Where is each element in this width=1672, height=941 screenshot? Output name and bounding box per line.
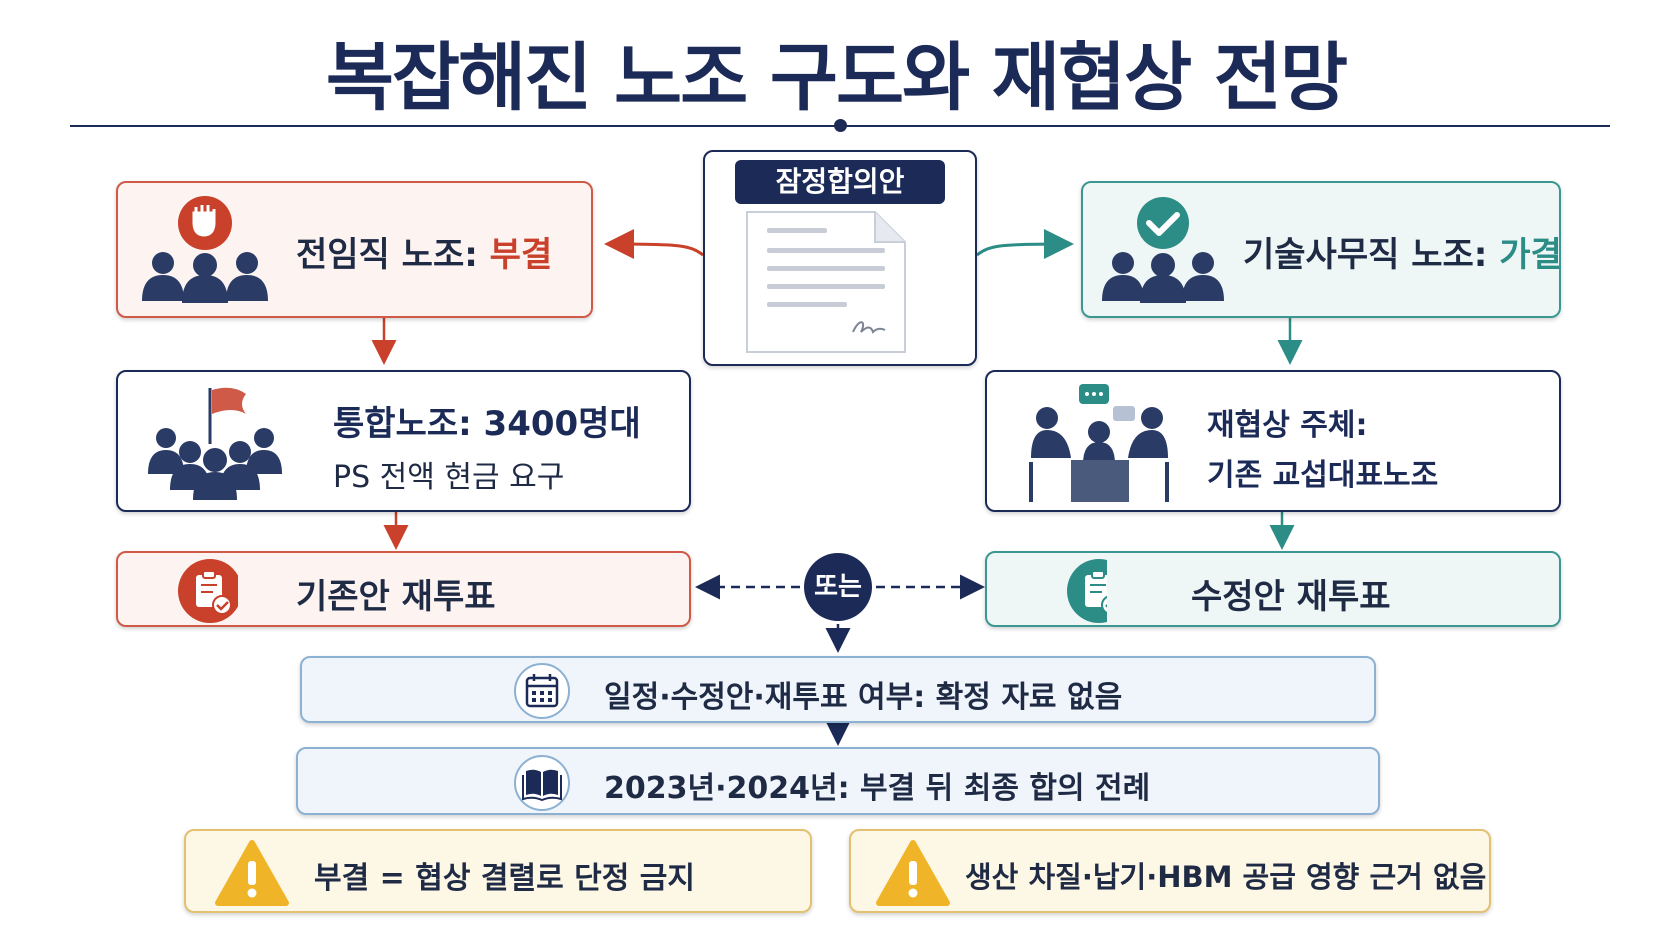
left-box-rejected-text: 전임직 노조: 부결 bbox=[296, 227, 552, 276]
or-badge: 또는 bbox=[804, 553, 872, 621]
renegotiation-party-box: 재협상 주체: 기존 교섭대표노조 bbox=[985, 370, 1561, 512]
revote-revised-label: 수정안 재투표 bbox=[1191, 577, 1391, 617]
left-box-rejected: 전임직 노조: 부결 bbox=[116, 181, 593, 318]
revote-revised-box: 수정안 재투표 bbox=[985, 551, 1561, 627]
schedule-info-box: 일정·수정안·재투표 여부: 확정 자료 없음 bbox=[300, 656, 1376, 723]
right-box-approved-text: 기술사무직 노조: 가결 bbox=[1243, 227, 1562, 276]
left-box-rejected-prefix: 전임직 노조: bbox=[296, 235, 490, 275]
warning-text-1: 부결 = 협상 결렬로 단정 금지 bbox=[314, 861, 695, 896]
schedule-info-text: 일정·수정안·재투표 여부: 확정 자료 없음 bbox=[604, 680, 1123, 715]
ballot-icon bbox=[1067, 559, 1107, 623]
tentative-agreement-label: 잠정합의안 bbox=[735, 160, 945, 204]
warning-text-2: 생산 차질·납기·HBM 공급 영향 근거 없음 bbox=[965, 860, 1487, 894]
check-icon bbox=[1137, 197, 1189, 249]
renegotiation-party-line1: 재협상 주체: bbox=[1207, 408, 1368, 443]
page-title: 복잡해진 노조 구도와 재협상 전망 bbox=[325, 35, 1348, 121]
meeting-icon bbox=[1029, 384, 1169, 502]
arrow-center-to-left bbox=[604, 229, 704, 260]
renegotiation-party-line2: 기존 교섭대표노조 bbox=[1207, 458, 1439, 493]
right-box-approved-result: 가결 bbox=[1499, 235, 1562, 275]
ballot-icon bbox=[178, 559, 238, 623]
revote-existing-label: 기존안 재투표 bbox=[296, 577, 496, 617]
revote-existing-box: 기존안 재투표 bbox=[116, 551, 691, 627]
group-icon bbox=[142, 196, 268, 303]
calendar-icon bbox=[514, 663, 570, 719]
right-box-approved: 기술사무직 노조: 가결 bbox=[1081, 181, 1562, 318]
book-icon bbox=[514, 755, 570, 811]
arrow-center-to-right bbox=[976, 229, 1074, 260]
right-box-approved-prefix: 기술사무직 노조: bbox=[1243, 235, 1500, 275]
left-box-rejected-result: 부결 bbox=[489, 235, 553, 275]
flag-icon bbox=[148, 387, 282, 500]
warning-icon bbox=[876, 840, 950, 906]
integrated-union-box: 통합노조: 3400명대 PS 전액 현금 요구 bbox=[116, 370, 691, 512]
title-divider-dot bbox=[834, 119, 847, 132]
warning-box-1: 부결 = 협상 결렬로 단정 금지 bbox=[184, 829, 812, 913]
integrated-union-title: 통합노조: 3400명대 bbox=[333, 404, 641, 444]
integrated-union-demand: PS 전액 현금 요구 bbox=[333, 460, 565, 495]
precedent-info-text: 2023년·2024년: 부결 뒤 최종 합의 전례 bbox=[604, 771, 1151, 806]
group-icon bbox=[1102, 197, 1224, 303]
document-icon bbox=[746, 211, 906, 353]
precedent-info-box: 2023년·2024년: 부결 뒤 최종 합의 전례 bbox=[296, 747, 1380, 815]
warning-icon bbox=[215, 840, 289, 906]
warning-box-2: 생산 차질·납기·HBM 공급 영향 근거 없음 bbox=[849, 829, 1491, 913]
